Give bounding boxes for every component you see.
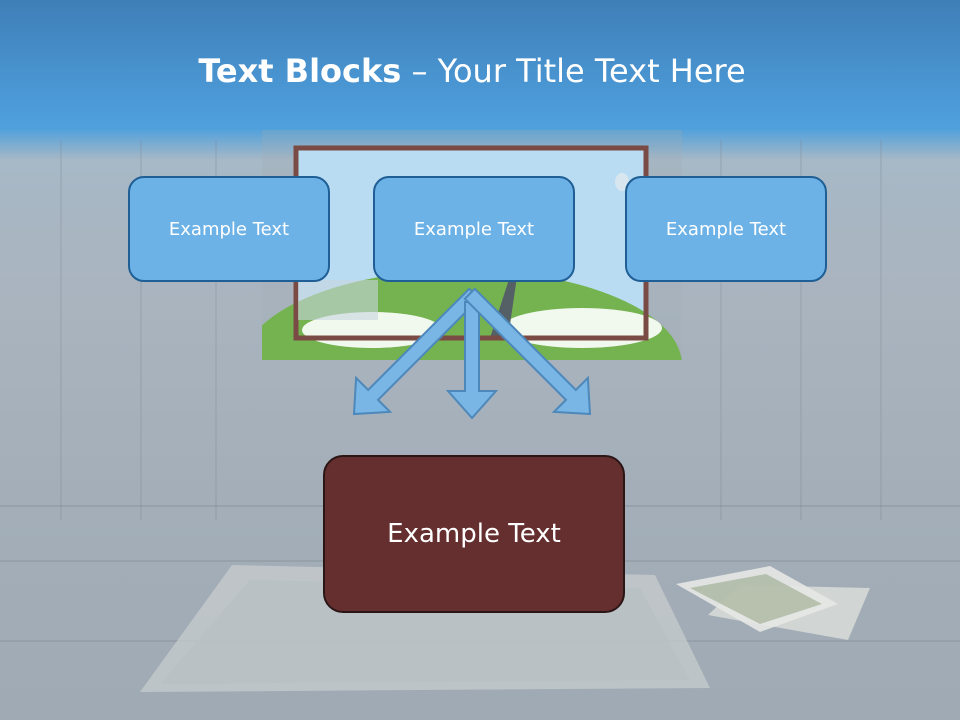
text-box-label: Example Text (168, 218, 290, 240)
text-box-right: Example Text (625, 176, 827, 282)
title-dash: – (401, 52, 438, 90)
wall-plank (800, 140, 802, 520)
text-box-left: Example Text (128, 176, 330, 282)
center-text-box: Example Text (323, 455, 625, 613)
slide-title: Text Blocks – Your Title Text Here (0, 52, 944, 90)
text-box-label: Example Text (413, 218, 535, 240)
center-text-box-label: Example Text (387, 519, 561, 549)
title-bold: Text Blocks (198, 52, 402, 90)
wall-plank (880, 140, 882, 520)
wall-plank (60, 140, 62, 520)
wall-plank (720, 140, 722, 520)
text-box-label: Example Text (665, 218, 787, 240)
wall-plank (215, 140, 217, 520)
title-rest: Your Title Text Here (437, 52, 746, 90)
wall-plank (140, 140, 142, 520)
arrow-right-to-center (463, 287, 592, 416)
text-box-middle: Example Text (373, 176, 575, 282)
